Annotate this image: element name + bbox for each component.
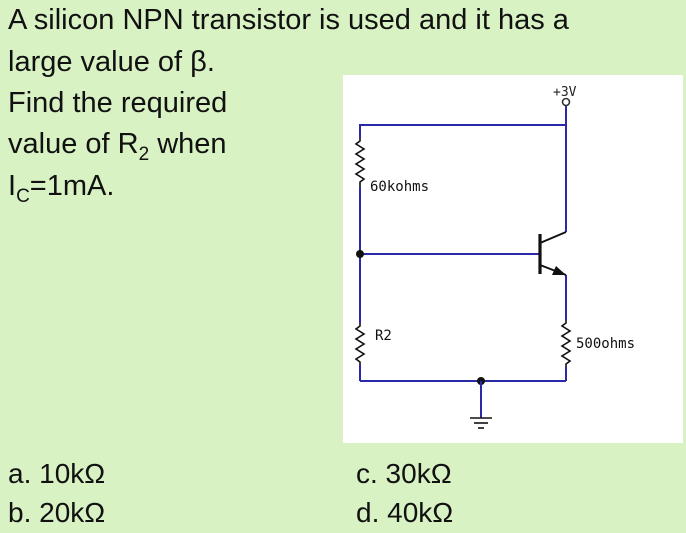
supply-label: +3V xyxy=(553,85,577,100)
question-line-5-subscript: C xyxy=(16,186,30,207)
question-line-4-main: value of R xyxy=(8,128,139,160)
answer-option-a[interactable]: a. 10kΩ xyxy=(8,458,106,489)
answer-option-c[interactable]: c. 30kΩ xyxy=(356,458,452,489)
question-line-1: A silicon NPN transistor is used and it … xyxy=(8,4,569,36)
supply-terminal xyxy=(561,97,571,107)
question-line-4-subscript: 2 xyxy=(138,144,150,165)
ground-symbol xyxy=(470,381,492,429)
r2-label: R2 xyxy=(375,328,392,344)
answer-option-b[interactable]: b. 20kΩ xyxy=(8,497,106,528)
answer-option-d[interactable]: d. 40kΩ xyxy=(356,497,454,528)
emitter-resistor xyxy=(560,320,572,367)
question-line-3: Find the required xyxy=(8,87,228,119)
circuit-panel: +3V 60kohms R2 500ohms xyxy=(343,75,683,443)
base-junction-dot xyxy=(356,250,364,258)
transistor-collector-lead xyxy=(539,231,567,244)
emitter-resistor-label: 500ohms xyxy=(576,336,635,352)
question-line-4: value of R2 when xyxy=(8,124,227,168)
circuit-diagram: +3V 60kohms R2 500ohms xyxy=(354,85,635,429)
npn-transistor xyxy=(538,231,567,276)
question-line-4-tail: when xyxy=(149,128,227,160)
r2-resistor xyxy=(354,323,366,365)
transistor-emitter-arrow xyxy=(552,266,566,275)
circuit-wires xyxy=(359,105,567,382)
r1-resistor xyxy=(354,138,366,187)
question-line-2: large value of β. xyxy=(8,46,215,78)
question-line-5-tail: =1mA. xyxy=(29,170,115,202)
top-rail-wire xyxy=(359,105,567,138)
question-line-5: IC=1mA. xyxy=(8,166,114,210)
question-line-5-main: I xyxy=(8,170,17,202)
r1-label: 60kohms xyxy=(370,179,429,195)
